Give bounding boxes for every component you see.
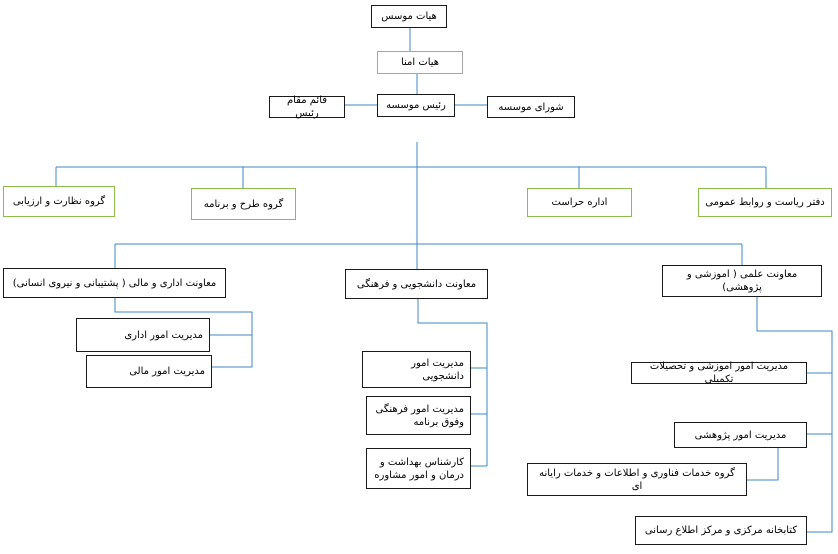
node-health-counseling-expert: کارشناس بهداشت و درمان و امور مشاوره (366, 448, 471, 489)
node-vp-admin-finance: معاونت اداری و مالی ( پشتیبانی و نیروی ا… (3, 268, 226, 298)
node-supervision-group: گروه نظارت و ارزیابی (3, 186, 115, 217)
node-finance-affairs: مدیریت امور مالی (86, 355, 212, 388)
node-admin-affairs: مدیریت امور اداری (76, 318, 210, 352)
node-it-services-group: گروه خدمات فناوری و اطلاعات و خدمات رایا… (527, 463, 747, 496)
connector-research-it (747, 448, 779, 481)
node-board-of-trustees: هیات امنا (377, 51, 463, 74)
node-institute-president: رئیس موسسه (377, 94, 455, 117)
node-security-office: اداره حراست (527, 188, 632, 217)
node-student-affairs: مدیریت امور دانشجویی (362, 351, 471, 388)
node-education-graduate-affairs: مدیریت امور اموزشی و تحصیلات تکمیلی (631, 361, 807, 385)
node-central-library: کتابخانه مرکزی و مرکز اطلاع رسانی (635, 516, 807, 545)
connector-vp-admin-down (114, 298, 253, 368)
node-vp-academic: معاونت علمی ( اموزشی و پژوهشی) (662, 265, 822, 297)
node-office-head-public-relations: دفتر ریاست و روابط عمومی (698, 188, 832, 217)
node-deputy-president: قائم مقام رئیس (269, 95, 345, 119)
node-cultural-affairs: مدیریت امور فرهنگی وفوق برنامه (366, 396, 471, 435)
node-vp-student-cultural: معاونت دانشجویی و فرهنگی (345, 269, 488, 299)
connector-vp-student-down (417, 299, 488, 466)
node-institute-council: شورای موسسه (487, 96, 575, 118)
node-planning-group: گروه طرح و برنامه (191, 188, 296, 220)
node-board-of-founders: هیات موسس (371, 5, 447, 28)
node-research-affairs: مدیریت امور پژوهشی (674, 422, 807, 448)
connector-vp-academic-down (756, 297, 833, 533)
